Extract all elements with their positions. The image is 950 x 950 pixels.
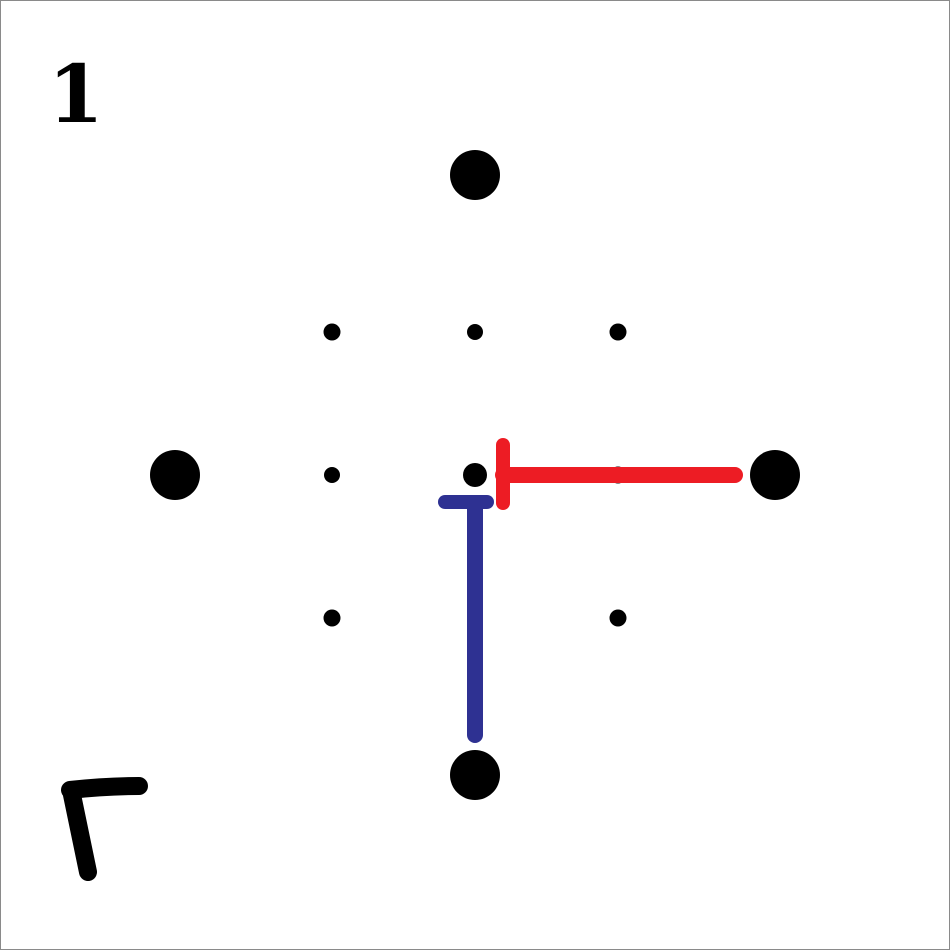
- large-dot-bottom: [450, 750, 500, 800]
- small-dot-r2c1: [324, 467, 340, 483]
- small-dot-r1c1: [323, 323, 341, 341]
- large-dot-top: [450, 150, 500, 200]
- small-dot-r3c1: [323, 609, 341, 627]
- red-t-stroke: [495, 438, 743, 510]
- large-dot-left: [150, 450, 200, 500]
- small-dot-r3c3: [609, 609, 627, 627]
- small-dot-r1c2: [467, 324, 483, 340]
- small-dot-r1c3: [609, 323, 627, 341]
- panel-number: 1: [48, 47, 104, 141]
- large-dot-right: [750, 450, 800, 500]
- blue-t-stroke: [438, 495, 494, 743]
- gamma-letter-icon: [61, 777, 148, 881]
- small-dot-r2c2: [463, 463, 487, 487]
